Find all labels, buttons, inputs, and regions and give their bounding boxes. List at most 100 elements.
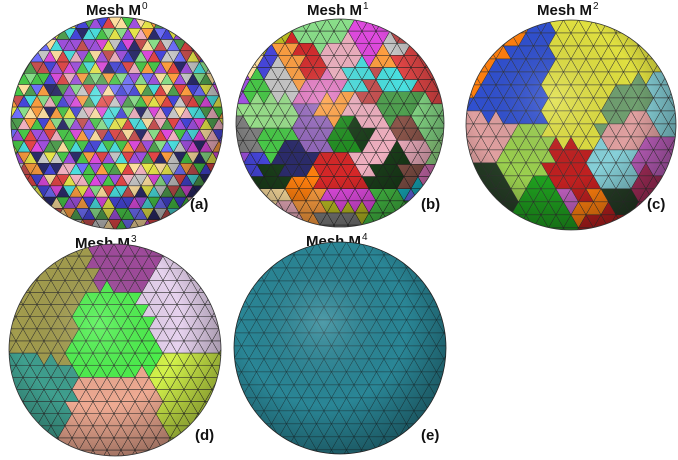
panel-label-b: (b) [421, 196, 441, 213]
mesh-triangle [301, 449, 317, 454]
mesh-triangle [120, 244, 136, 245]
mesh-triangle [312, 19, 328, 20]
mesh-triangle [495, 214, 512, 229]
mesh-triangle [234, 358, 235, 373]
mesh-triangle [354, 224, 370, 227]
mesh-triangle [443, 293, 446, 308]
mesh-triangle [436, 293, 446, 308]
sphere-outline-d [8, 243, 222, 457]
mesh-triangle [668, 162, 676, 177]
mesh-triangle [9, 292, 17, 306]
mesh-triangle [234, 397, 250, 412]
mesh-triangle [234, 397, 242, 412]
mesh-triangle [9, 280, 24, 293]
mesh-triangle [630, 20, 647, 34]
mesh-triangle [249, 200, 265, 214]
mesh-triangle [548, 20, 564, 21]
mesh-triangle [50, 244, 66, 257]
mesh-triangle [162, 449, 178, 456]
mesh-triangle [122, 231, 135, 242]
mesh-triangle [29, 255, 45, 269]
mesh-triangle [36, 28, 51, 41]
mesh-triangle [578, 20, 594, 21]
mesh-triangle [653, 45, 669, 60]
mesh-triangle [540, 227, 557, 230]
mesh-triangle [570, 20, 587, 21]
mesh-triangle [162, 244, 178, 257]
mesh-triangle [212, 61, 223, 74]
mesh-triangle [446, 104, 460, 116]
mesh-triangle [36, 437, 52, 451]
mesh-triangle [211, 292, 221, 306]
mesh-triangle [236, 164, 244, 178]
mesh-triangle [600, 20, 617, 21]
mesh-triangle [277, 212, 293, 226]
mesh-triangle [226, 141, 239, 152]
mesh-triangle [236, 152, 237, 165]
mesh-triangle [234, 384, 242, 399]
mesh-triangle [197, 267, 213, 281]
mesh-triangle [466, 188, 482, 203]
mesh-triangle [204, 401, 220, 415]
mesh-triangle [36, 208, 51, 221]
mesh-triangle [331, 242, 347, 243]
panel-label-d: (d) [195, 427, 215, 444]
mesh-triangle [446, 152, 460, 164]
mesh-triangle [176, 437, 192, 451]
mesh-triangle [11, 140, 12, 153]
mesh-triangle [533, 227, 549, 230]
mesh-triangle [503, 214, 519, 229]
mesh-triangle [62, 219, 77, 229]
mesh-triangle [270, 212, 286, 226]
mesh-triangle [333, 19, 349, 20]
mesh-triangle [446, 140, 460, 152]
mesh-triangle [134, 17, 148, 18]
mesh-triangle [56, 17, 70, 29]
mesh-triangle [533, 20, 549, 21]
mesh-triangle [75, 17, 90, 18]
sphere-shading-d [9, 244, 221, 456]
mesh-triangle [368, 224, 384, 227]
mesh-triangle [668, 175, 676, 190]
mesh-triangle [600, 227, 617, 230]
mesh-triangle [218, 163, 223, 176]
mesh-triangle [256, 30, 272, 44]
mesh-triangle [29, 425, 45, 439]
mesh-triangle [413, 254, 430, 269]
mesh-triangle [488, 32, 504, 47]
sphere-shading-c [466, 20, 676, 230]
mesh-triangle [85, 244, 101, 245]
mesh-triangle [69, 17, 83, 18]
mesh-triangle [64, 449, 80, 456]
mesh-triangle [147, 17, 161, 18]
mesh-triangle [305, 19, 321, 20]
mesh-triangle [236, 67, 244, 81]
mesh-triangle [563, 20, 579, 21]
mesh-triangle [218, 316, 221, 330]
mesh-triangle [540, 20, 557, 21]
mesh-triangle [668, 58, 676, 73]
mesh-triangle [443, 371, 446, 386]
mesh-triangle [436, 397, 446, 412]
mesh-triangle [286, 242, 302, 243]
panel-label-a: (a) [190, 196, 209, 213]
mesh-triangle [197, 413, 213, 427]
mesh-triangle [22, 425, 38, 439]
mesh-triangle [9, 401, 24, 415]
mesh-triangle [446, 128, 460, 140]
mesh-triangle [241, 267, 257, 282]
mesh-triangle [11, 61, 25, 74]
panel-title-a: Mesh M0 [86, 1, 148, 19]
mesh-triangle [263, 436, 280, 451]
mesh-triangle [22, 267, 38, 281]
mesh-triangle [421, 267, 437, 282]
sphere-outline-e [233, 241, 447, 455]
mesh-triangle [218, 73, 223, 86]
mesh-triangle [452, 333, 467, 346]
mesh-triangle [242, 188, 258, 202]
mesh-triangle [376, 449, 392, 454]
mesh-triangle [248, 423, 265, 438]
mesh-triangle [236, 127, 237, 141]
mesh-triangle [113, 244, 129, 245]
mesh-triangle [316, 242, 332, 243]
